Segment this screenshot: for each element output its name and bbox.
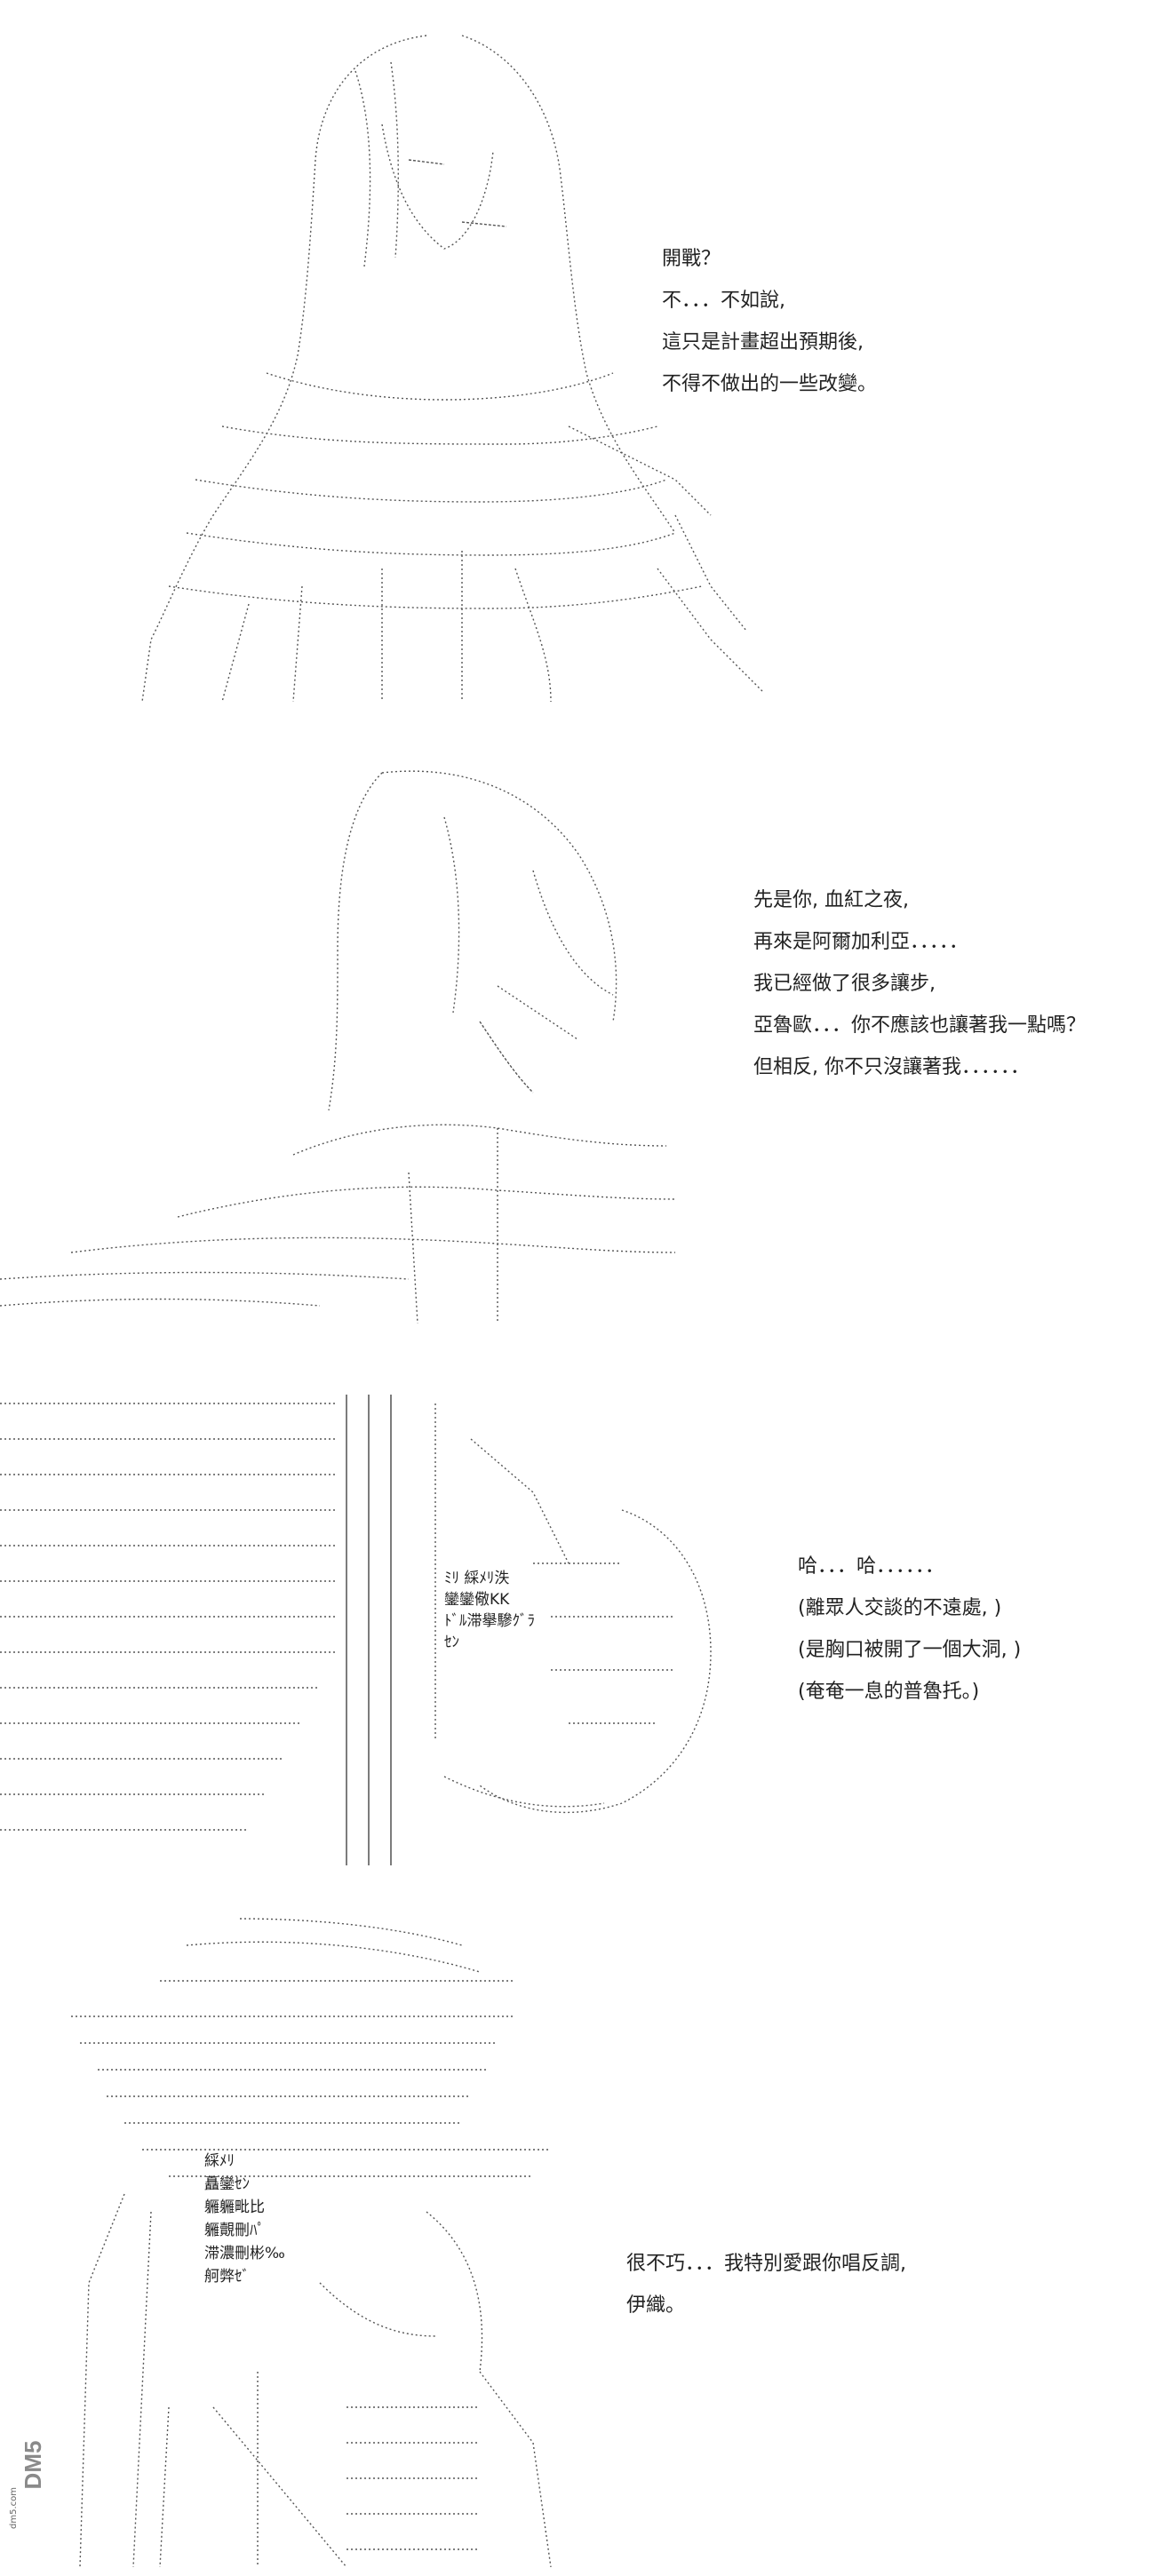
- dialogue-line: (奄奄一息的普魯托。): [798, 1681, 980, 1703]
- dialogue-panel-3: 哈．．．哈．．．．．． (離眾人交談的不遠處, ) (是胸口被開了一個大洞, )…: [798, 1546, 1021, 1713]
- ascii-art-character-4: [53, 1910, 586, 2567]
- panel-1: 開戰？ 不．．．不如說, 這只是計畫超出預期後, 不得不做出的一些改變。: [0, 0, 1155, 728]
- sfx-text: 鑾鑾儆KK: [444, 1591, 510, 1609]
- ascii-art-character-1: [89, 18, 764, 720]
- sfx-text: 綵ﾒﾘ: [204, 2152, 235, 2170]
- ascii-art-character-2: [0, 755, 693, 1324]
- dialogue-line: 先是你, 血紅之夜,: [753, 889, 909, 911]
- dialogue-line: (離眾人交談的不遠處, ): [798, 1597, 1002, 1619]
- sfx-text: 舸弊ｾﾞ: [204, 2268, 250, 2286]
- panel-3: ﾐﾘ 綵ﾒﾘ泆 鑾鑾儆KK ﾄﾞﾙ滞擧驂ｸﾞﾗ ｾﾝ 哈．．．哈．．．．．． (…: [0, 1377, 1155, 1883]
- ascii-art-scene-3: [0, 1386, 737, 1865]
- dm5-logo-watermark: DM5: [5, 2429, 46, 2563]
- sfx-text: 滞濃刪彬‰: [204, 2245, 285, 2262]
- dm5-logo-text: DM5: [20, 2441, 44, 2490]
- dialogue-line: 哈．．．哈．．．．．．: [798, 1555, 945, 1578]
- sfx-block-panel-4: 綵ﾒﾘ 矗鑾ｾﾝ 軅軅毗比 軅覿刪ﾊﾟ 滞濃刪彬‰ 舸弊ｾﾞ: [204, 2150, 285, 2288]
- dialogue-line: 但相反, 你不只沒讓著我．．．．．．: [753, 1056, 1030, 1078]
- dialogue-line: (是胸口被開了一個大洞, ): [798, 1639, 1022, 1661]
- sfx-text: 軅軅毗比: [204, 2198, 265, 2216]
- sfx-block-panel-3: ﾐﾘ 綵ﾒﾘ泆 鑾鑾儆KK ﾄﾞﾙ滞擧驂ｸﾞﾗ ｾﾝ: [444, 1568, 535, 1653]
- dialogue-line: 不得不做出的一些改變。: [662, 373, 878, 395]
- sfx-text: 軅覿刪ﾊﾟ: [204, 2222, 265, 2239]
- dialogue-line: 再來是阿爾加利亞．．．．．: [753, 931, 969, 953]
- dialogue-line: 不．．．不如說,: [662, 290, 785, 312]
- dialogue-panel-2: 先是你, 血紅之夜, 再來是阿爾加利亞．．．．． 我已經做了很多讓步, 亞魯歐．…: [753, 879, 1086, 1088]
- dialogue-line: 很不巧．．．我特別愛跟你唱反調,: [626, 2253, 906, 2275]
- sfx-text: ﾄﾞﾙ滞擧驂ｸﾞﾗ: [444, 1612, 535, 1630]
- sfx-text: ｾﾝ: [444, 1634, 459, 1651]
- dialogue-line: 我已經做了很多讓步,: [753, 973, 936, 995]
- site-watermark: dm5.com: [9, 2487, 19, 2529]
- sfx-text: ﾐﾘ 綵ﾒﾘ泆: [444, 1570, 510, 1587]
- dialogue-panel-1: 開戰？ 不．．．不如說, 這只是計畫超出預期後, 不得不做出的一些改變。: [662, 238, 877, 405]
- dialogue-panel-4: 很不巧．．．我特別愛跟你唱反調, 伊織。: [626, 2243, 906, 2326]
- sfx-text: 矗鑾ｾﾝ: [204, 2175, 250, 2193]
- panel-4: 綵ﾒﾘ 矗鑾ｾﾝ 軅軅毗比 軅覿刪ﾊﾟ 滞濃刪彬‰ 舸弊ｾﾞ 很不巧．．．我特別…: [0, 1892, 1155, 2576]
- dialogue-line: 亞魯歐．．．你不應該也讓著我一點嗎？: [753, 1014, 1087, 1037]
- dialogue-line: 開戰？: [662, 248, 721, 270]
- panel-2: 先是你, 血紅之夜, 再來是阿爾加利亞．．．．． 我已經做了很多讓步, 亞魯歐．…: [0, 746, 1155, 1368]
- dialogue-line: 這只是計畫超出預期後,: [662, 331, 864, 354]
- dialogue-line: 伊織。: [626, 2294, 686, 2317]
